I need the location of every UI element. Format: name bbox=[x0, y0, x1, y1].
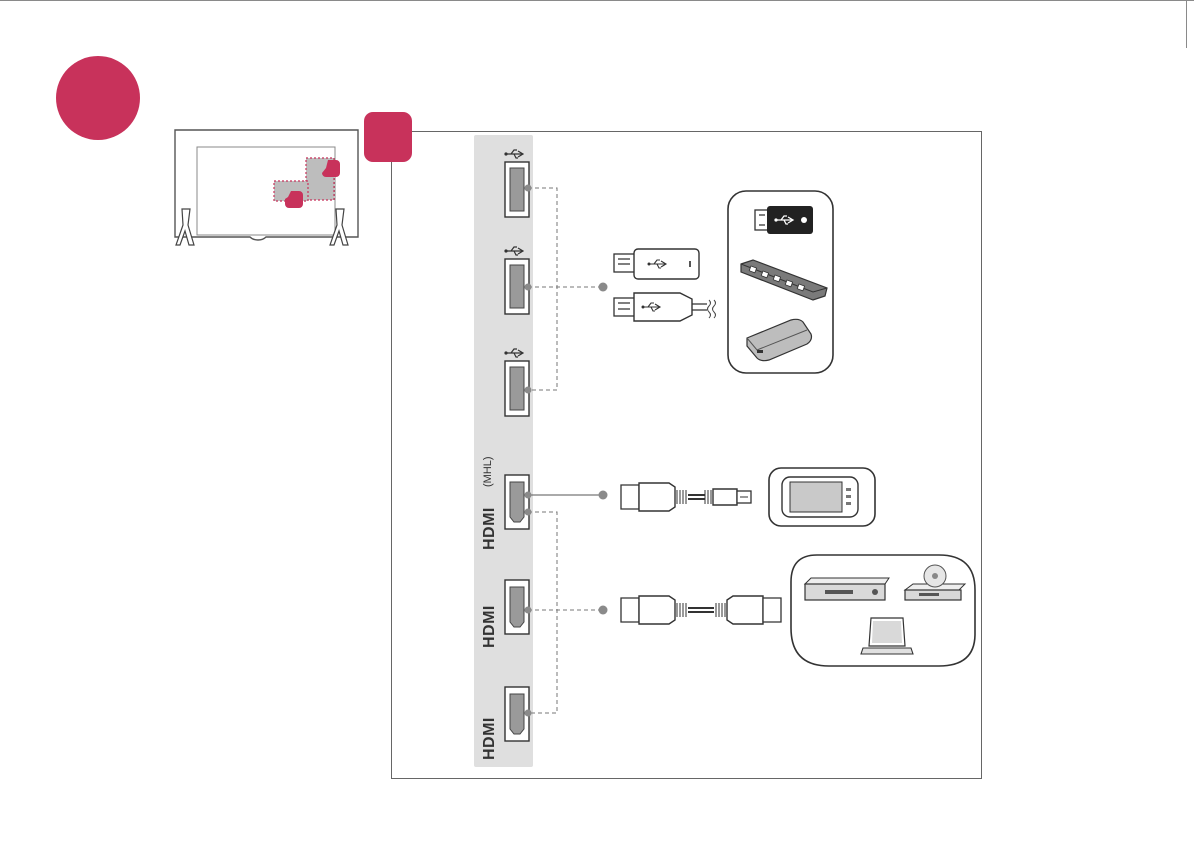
hdmi-device-group bbox=[789, 554, 977, 668]
usb-flash-drive-icon bbox=[612, 247, 702, 281]
usb-link-1 bbox=[528, 188, 557, 390]
mhl-device-group bbox=[768, 467, 878, 529]
hdmi-link-lower bbox=[528, 512, 557, 713]
smartphone-icon bbox=[782, 477, 858, 517]
usb-device-group bbox=[727, 190, 835, 376]
usb-memory-stick-icon bbox=[755, 206, 813, 234]
mhl-cable-icon bbox=[617, 477, 767, 517]
usb-cable-icon bbox=[612, 290, 722, 324]
hdmi-cable-icon bbox=[617, 592, 787, 628]
av-receiver-icon bbox=[805, 578, 889, 600]
